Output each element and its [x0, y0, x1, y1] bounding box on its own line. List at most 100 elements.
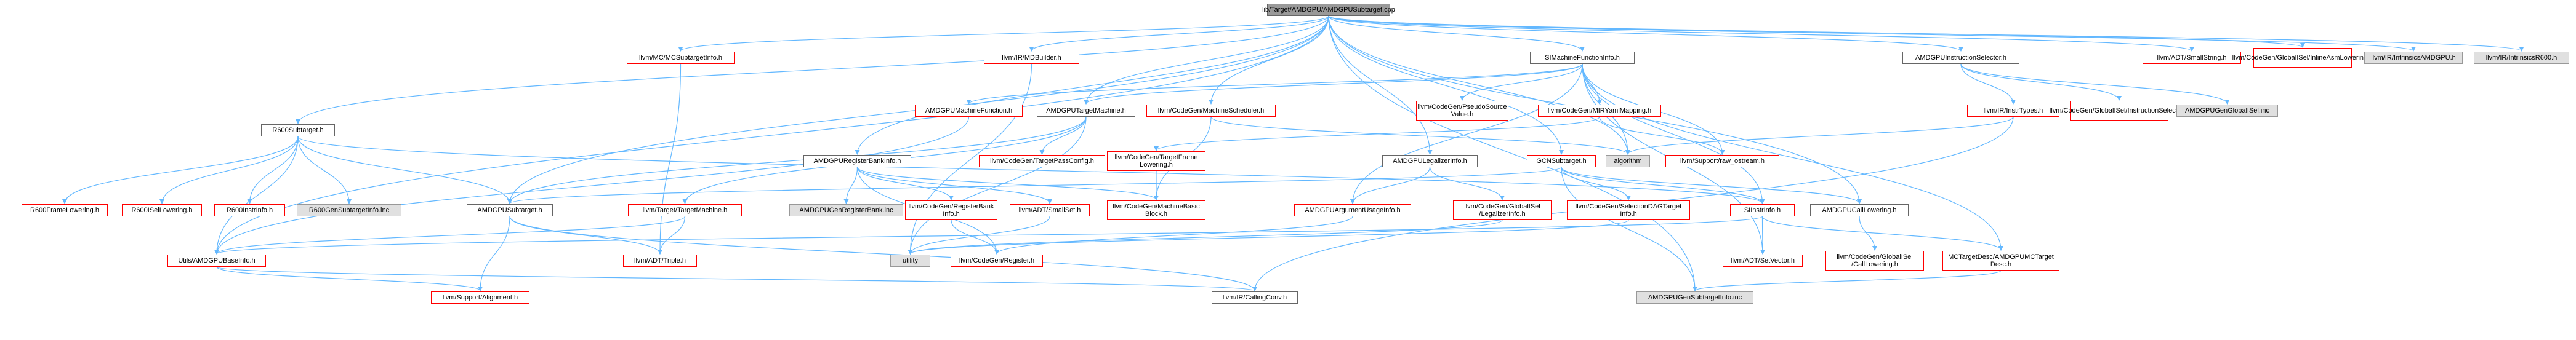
node-rawostream[interactable]: llvm/Support/raw_ostream.h [1665, 155, 1779, 167]
node-r600isellow[interactable]: R600ISelLowering.h [122, 204, 202, 216]
node-r600st[interactable]: R600Subtarget.h [261, 124, 335, 136]
node-utility[interactable]: utility [890, 255, 930, 267]
node-amdgpusubh[interactable]: AMDGPUSubtarget.h [467, 204, 553, 216]
edge-simfi-to-pseudosrc [1460, 63, 1583, 101]
edge-legalinfo-to-utility [908, 219, 1503, 255]
edge-targetmachine-to-utilbase [214, 216, 686, 255]
edge-amdgputm-to-utility [908, 116, 1087, 255]
node-tframelow[interactable]: llvm/CodeGen/TargetFrame Lowering.h [1107, 151, 1205, 171]
edge-utilbase-to-alignment [216, 266, 483, 291]
node-smallstring[interactable]: llvm/ADT/SmallString.h [2143, 52, 2241, 64]
edge-seldag-to-utility [908, 219, 1629, 255]
node-callconv[interactable]: llvm/IR/CallingConv.h [1212, 291, 1298, 304]
edge-amdgpusubh-to-triple [509, 216, 662, 255]
node-siinstr[interactable]: SIInstrInfo.h [1730, 204, 1795, 216]
node-triple[interactable]: llvm/ADT/Triple.h [623, 255, 697, 267]
node-legalinfo[interactable]: llvm/CodeGen/GlobalISel /LegalizerInfo.h [1453, 200, 1552, 220]
node-r600instrinfo[interactable]: R600InstrInfo.h [214, 204, 285, 216]
edge-siinstr-to-utilbase [214, 216, 1763, 255]
edge-machsched-to-algorithm [1210, 116, 1630, 155]
edge-gcnst-to-amdgpusubh [507, 167, 1562, 204]
node-gensubinfo[interactable]: AMDGPUGenSubtargetInfo.inc [1636, 291, 1753, 304]
node-mdbuilder[interactable]: llvm/IR/MDBuilder.h [984, 52, 1079, 64]
edge-root-to-r600st [296, 15, 1329, 124]
edge-amdgpuis-to-genglobalisel [1960, 63, 2230, 105]
edge-r600st-to-amdgpusubh [297, 136, 512, 204]
edge-root-to-gcnst [1328, 15, 1564, 155]
edge-amdgpulegal-to-argusage [1350, 167, 1431, 204]
node-inlineasm[interactable]: llvm/CodeGen/GlobalISel/InlineAsmLowerin… [2232, 48, 2373, 68]
edge-mctarget-to-gensubinfo [1693, 270, 2002, 291]
edge-amdgpusubh-to-callconv [509, 216, 1257, 291]
node-seldag[interactable]: llvm/CodeGen/SelectionDAGTarget Info.h [1567, 200, 1690, 220]
node-alignment[interactable]: llvm/Support/Alignment.h [431, 291, 529, 304]
node-amdgpumf[interactable]: AMDGPUMachineFunction.h [915, 105, 1023, 117]
node-argusage[interactable]: AMDGPUArgumentUsageInfo.h [1294, 204, 1411, 216]
node-tpassconfig[interactable]: llvm/CodeGen/TargetPassConfig.h [979, 155, 1105, 167]
node-simfi[interactable]: SIMachineFunctionInfo.h [1530, 52, 1635, 64]
edge-r600st-to-utilbase [214, 136, 299, 255]
edge-root-to-amdgpurbi [855, 15, 1329, 155]
edge-amdgputm-to-tpassconfig [1039, 116, 1087, 155]
edge-simfi-to-amdgputm [1084, 63, 1583, 105]
edge-simfi-to-mctarget [1582, 63, 2003, 251]
node-targetmachine[interactable]: llvm/Target/TargetMachine.h [628, 204, 742, 216]
node-intramdgpu[interactable]: llvm/IR/IntrinsicsAMDGPU.h [2364, 52, 2463, 64]
edge-root-to-amdgpulegal [1328, 15, 1433, 155]
edge-r600st-to-r600framelow [62, 136, 299, 204]
node-register[interactable]: llvm/CodeGen/Register.h [951, 255, 1043, 267]
edge-root-to-amdgputm [1084, 15, 1329, 105]
edge-root-to-gensubinfo [1328, 15, 1697, 291]
edge-simfi-to-mirmap [1582, 63, 1602, 105]
node-amdgpulegal[interactable]: AMDGPULegalizerInfo.h [1382, 155, 1478, 167]
edge-root-to-smallstring [1328, 15, 2194, 52]
node-pseudosrc[interactable]: llvm/CodeGen/PseudoSource Value.h [1416, 101, 1508, 121]
node-amdgpurbi[interactable]: AMDGPURegisterBankInfo.h [803, 155, 911, 167]
node-smallset[interactable]: llvm/ADT/SmallSet.h [1010, 204, 1090, 216]
node-giselcalllow[interactable]: llvm/CodeGen/GlobalISel /CallLowering.h [1825, 251, 1924, 271]
edge-amdgpumf-to-utilbase [214, 116, 970, 255]
node-genregbank[interactable]: AMDGPUGenRegisterBank.inc [789, 204, 903, 216]
edge-root-to-amdgpuis [1328, 15, 1963, 52]
edge-amdgpurbi-to-mbb [856, 167, 1159, 200]
node-mbb[interactable]: llvm/CodeGen/MachineBasic Block.h [1107, 200, 1205, 220]
node-amdgpuis[interactable]: AMDGPUInstructionSelector.h [1902, 52, 2019, 64]
edge-root-to-inlineasm [1328, 15, 2305, 48]
node-algorithm[interactable]: algorithm [1606, 155, 1650, 167]
edge-utilbase-to-callconv [216, 266, 1257, 291]
node-r600gensub[interactable]: R600GenSubtargetInfo.inc [297, 204, 401, 216]
edge-calllow-to-giselcalllow [1859, 216, 1877, 251]
node-mirmap[interactable]: llvm/CodeGen/MIRYamlMapping.h [1538, 105, 1661, 117]
edge-root-to-mcsubinfo [678, 15, 1329, 52]
node-genglobalisel[interactable]: AMDGPUGenGlobalISel.inc [2176, 105, 2278, 117]
node-gisel_is[interactable]: llvm/CodeGen/GlobalISel/InstructionSelec… [2050, 101, 2189, 121]
edge-amdgpurbi-to-regbankinfo [856, 167, 954, 200]
node-machsched[interactable]: llvm/CodeGen/MachineScheduler.h [1146, 105, 1276, 117]
edge-gcnst-to-seldag [1561, 167, 1631, 200]
edge-r600st-to-siinstr [297, 136, 1765, 204]
edge-r600st-to-r600instrinfo [247, 136, 299, 204]
node-calllow[interactable]: AMDGPUCallLowering.h [1810, 204, 1909, 216]
edge-simfi-to-argusage [1350, 63, 1583, 204]
edge-targetmachine-to-triple [658, 216, 686, 255]
edge-root-to-algorithm [1328, 15, 1630, 155]
edge-argusage-to-register [994, 216, 1353, 255]
node-amdgputm[interactable]: AMDGPUTargetMachine.h [1037, 105, 1135, 117]
edge-mirmap-to-rawostream [1599, 116, 1725, 155]
node-mctarget[interactable]: MCTargetDesc/AMDGPUMCTarget Desc.h [1942, 251, 2059, 271]
edge-root-to-intrr600 [1328, 15, 2524, 52]
node-gcnst[interactable]: GCNSubtarget.h [1527, 155, 1596, 167]
edge-root-to-mdbuilder [1029, 15, 1329, 52]
edge-root-to-intramdgpu [1328, 15, 2416, 52]
node-instrtypes[interactable]: llvm/IR/InstrTypes.h [1967, 105, 2059, 117]
node-mcsubinfo[interactable]: llvm/MC/MCSubtargetInfo.h [627, 52, 735, 64]
edge-amdgpulegal-to-legalinfo [1429, 167, 1505, 200]
edge-amdgpurbi-to-genregbank [843, 167, 858, 204]
node-setvector[interactable]: llvm/ADT/SetVector.h [1723, 255, 1803, 267]
node-intrr600[interactable]: llvm/IR/IntrinsicsR600.h [2474, 52, 2569, 64]
node-utilbase[interactable]: Utils/AMDGPUBaseInfo.h [167, 255, 266, 267]
node-regbankinfo[interactable]: llvm/CodeGen/RegisterBank Info.h [905, 200, 997, 220]
node-r600framelow[interactable]: R600FrameLowering.h [22, 204, 108, 216]
